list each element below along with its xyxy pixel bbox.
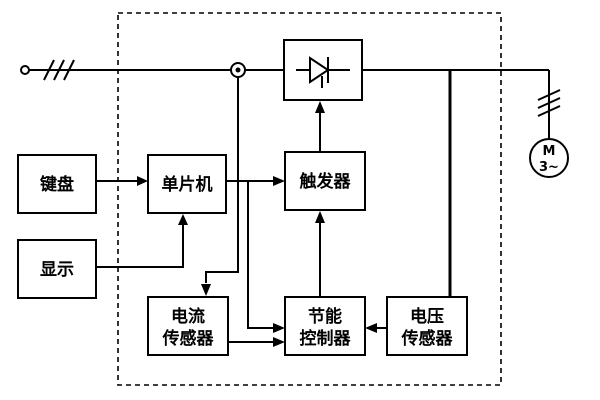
- trigger-to-thyristor-arrow: [315, 101, 325, 152]
- mcu-block: 单片机: [147, 154, 227, 214]
- display-label: 显示: [40, 260, 74, 280]
- current-sensor-to-saver-arrow: [228, 337, 285, 347]
- mcu-to-saver-arrow: [247, 181, 285, 333]
- motor-phase: 3~: [539, 160, 559, 175]
- controller-boundary: [117, 12, 502, 386]
- keyboard-label: 键盘: [40, 174, 74, 195]
- keyboard-to-mcu-arrow: [96, 176, 148, 186]
- voltage-sensor-to-saver-arrow: [365, 323, 387, 333]
- energy-saving-controller-block: 节能 控制器: [284, 296, 366, 356]
- voltage-sensor-label-1: 电压: [410, 306, 444, 327]
- voltage-sensor-label-2: 传感器: [401, 328, 454, 349]
- keyboard-block: 键盘: [17, 154, 97, 214]
- thyristor-block: [283, 39, 363, 101]
- saver-label-2: 控制器: [300, 328, 352, 349]
- motor-icon: M 3~: [529, 138, 569, 178]
- three-phase-line-icon-motor: [537, 89, 561, 117]
- mcu-to-trigger-arrow: [226, 176, 285, 186]
- voltage-sensor-block: 电压 传感器: [386, 296, 468, 356]
- display-block: 显示: [17, 239, 97, 299]
- motor-letter: M: [543, 144, 556, 159]
- saver-label-1: 节能: [308, 306, 342, 327]
- saver-to-trigger-arrow: [315, 211, 325, 297]
- three-phase-line-icon: [43, 59, 75, 81]
- trigger-label: 触发器: [299, 171, 352, 192]
- power-input-terminal: [20, 65, 30, 75]
- thyristor-icon: [296, 56, 350, 88]
- ct-to-current-sensor-arrow: [201, 77, 239, 296]
- current-sensor-label-2: 传感器: [162, 328, 215, 349]
- display-to-mcu-arrow: [96, 214, 188, 268]
- mcu-label: 单片机: [162, 174, 213, 195]
- current-sensor-label-1: 电流: [171, 306, 205, 327]
- current-sensor-block: 电流 传感器: [147, 296, 229, 356]
- trigger-block: 触发器: [284, 151, 366, 211]
